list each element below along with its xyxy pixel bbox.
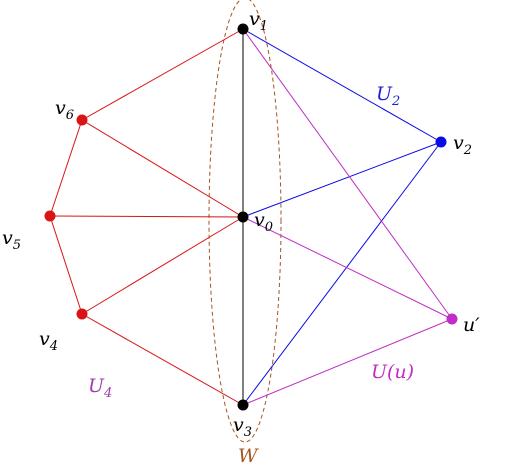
vertex-u_prime: [446, 313, 458, 325]
region-label-w: W: [238, 445, 259, 467]
edge-v1-v6: [81, 28, 244, 121]
region-label-u-of-u: U(u): [371, 361, 414, 383]
vertex-v4: [76, 308, 88, 320]
vertex-v5: [44, 210, 56, 222]
edge-v1-u_prime: [242, 28, 453, 320]
edges: [49, 28, 453, 406]
edge-v3-v2: [242, 141, 442, 406]
vertex-v2: [435, 136, 447, 148]
vertex-v6: [76, 114, 88, 126]
edge-v6-v5: [49, 119, 83, 217]
label-v0: v0: [254, 209, 273, 235]
edge-v4-v0: [81, 216, 244, 315]
w-region-ellipse: [208, 0, 282, 443]
label-v6: v6: [55, 97, 74, 123]
label-v4: v4: [39, 328, 58, 354]
vertices: [44, 23, 458, 411]
label-v3: v3: [233, 414, 252, 440]
label-v2: v2: [453, 132, 472, 158]
edge-v4-v3: [81, 313, 244, 406]
vertex-v1: [237, 23, 249, 35]
region-label-u2: U2: [376, 83, 400, 109]
edge-v3-u_prime: [242, 318, 453, 406]
edge-v5-v0: [49, 215, 244, 218]
edge-v6-v0: [81, 119, 244, 218]
vertex-v0: [237, 211, 249, 223]
label-v1: v1: [249, 8, 268, 34]
edge-v1-v2: [242, 28, 442, 143]
label-u-prime: u′: [463, 314, 480, 336]
vertex-v3: [237, 399, 249, 411]
region-label-u4: U4: [88, 375, 112, 401]
edge-v0-u_prime: [242, 216, 453, 320]
edge-v5-v4: [49, 215, 83, 315]
label-v5: v5: [2, 227, 21, 253]
edge-v0-v2: [242, 141, 442, 218]
